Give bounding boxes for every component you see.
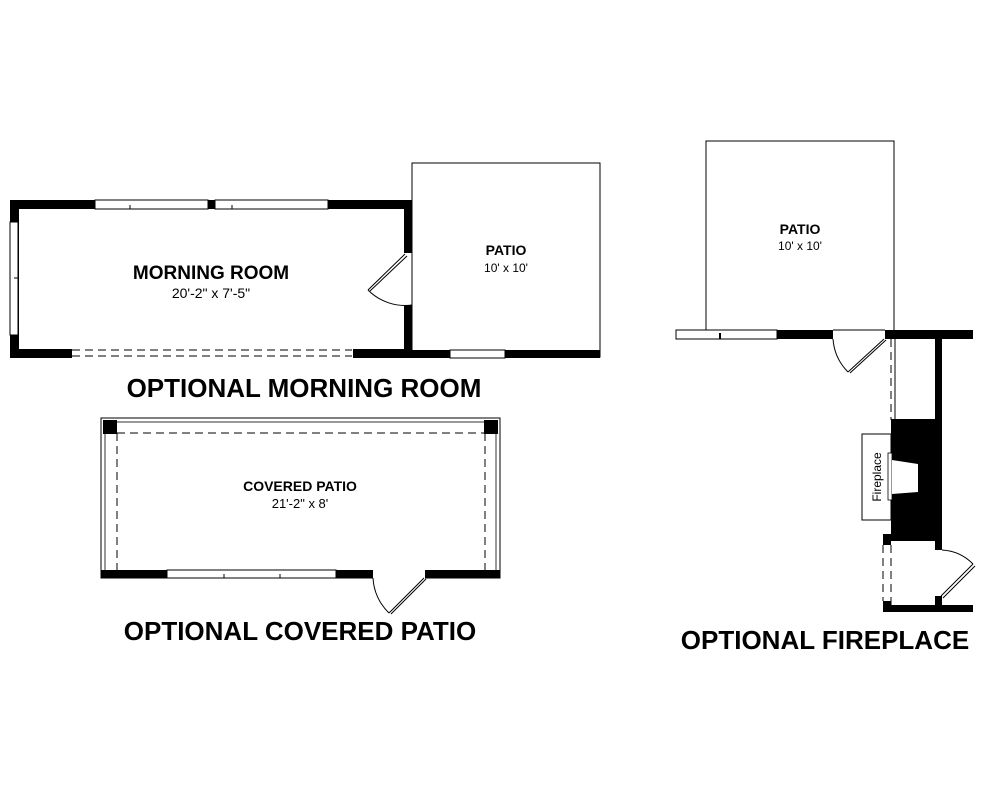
wall [676, 330, 973, 339]
room-name: COVERED PATIO [243, 478, 357, 494]
patio-outline [705, 140, 895, 334]
door-swing [832, 338, 887, 374]
patio-name: PATIO [486, 242, 527, 258]
caption: OPTIONAL FIREPLACE [681, 625, 969, 655]
firebox [892, 460, 918, 494]
window [675, 329, 778, 340]
patio-outline [411, 162, 601, 358]
door-swing [372, 577, 427, 615]
room-size: 21'-2" x 8' [272, 496, 329, 511]
caption: OPTIONAL MORNING ROOM [127, 373, 482, 403]
patio-size: 10' x 10' [778, 239, 822, 253]
patio-name: PATIO [780, 221, 821, 237]
room-size: 20'-2" x 7'-5" [172, 285, 250, 301]
morning-room-plan: MORNING ROOM 20'-2" x 7'-5" PATIO 10' x … [9, 162, 601, 403]
sliding-door-dashed [72, 349, 352, 357]
patio-size: 10' x 10' [484, 261, 528, 275]
window [166, 569, 337, 579]
bottom-wall [888, 605, 973, 612]
hearth [861, 433, 892, 521]
room-name: MORNING ROOM [133, 263, 289, 284]
top-wall [10, 200, 412, 209]
fireplace-plan: Fireplace PATIO 10' x 10' OPTIONAL FIREP… [675, 140, 976, 655]
caption: OPTIONAL COVERED PATIO [124, 616, 476, 646]
door-swing [367, 253, 413, 306]
fireplace-label: Fireplace [870, 452, 884, 502]
corner-post [103, 420, 117, 434]
covered-patio-plan: COVERED PATIO 21'-2" x 8' OPTIONAL COVER… [100, 417, 501, 646]
corner-post [484, 420, 498, 434]
door-swing [940, 549, 976, 599]
